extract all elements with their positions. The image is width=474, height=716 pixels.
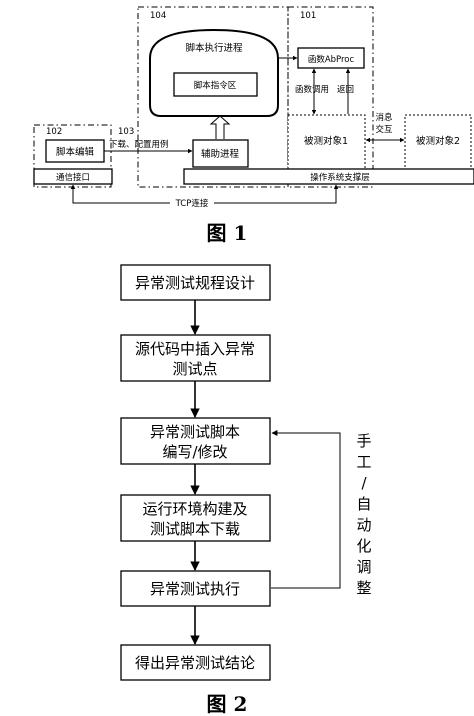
script-command-area-label: 脚本指令区 [194, 80, 237, 91]
tested-object-2 [404, 114, 472, 170]
hollow-arrow-helper-to-script [209, 115, 231, 139]
step-4-line2: 测试脚本下载 [150, 520, 240, 538]
figure-2-caption: 图 2 [207, 692, 248, 716]
figure-1: 104 101 102 脚本执行进程 脚本指令区 函数AbProc 函数调用 返… [33, 6, 474, 245]
step-4-line1: 运行环境构建及 [142, 500, 247, 518]
feedback-label: 手 工 / 自 动 化 调 整 [356, 432, 371, 597]
figure-2: 异常测试规程设计 源代码中插入异常 测试点 异常测试脚本 编写/修改 运行环境构… [120, 264, 372, 716]
step-3-line2: 编写/修改 [162, 443, 227, 461]
label-104: 104 [150, 11, 166, 21]
script-process-shape [149, 28, 279, 117]
func-return-label: 返回 [337, 84, 354, 95]
feedback-char: 工 [356, 453, 371, 471]
step-1-line1: 异常测试规程设计 [135, 274, 255, 292]
comm-interface-label: 通信接口 [56, 172, 90, 183]
feedback-loop-arrow [271, 430, 341, 589]
step-3-box [120, 417, 271, 465]
figure-1-caption: 图 1 [207, 221, 248, 245]
feedback-char: 化 [356, 537, 371, 555]
script-edit-label: 脚本编辑 [56, 146, 95, 158]
feedback-char: 整 [356, 579, 371, 597]
func-call-label: 函数调用 [295, 84, 329, 95]
feedback-char: / [361, 474, 367, 492]
helper-process-box [192, 139, 249, 168]
tcp-connection-label: TCP连接 [175, 198, 209, 209]
step-4-box [120, 494, 271, 542]
tcp-label-bg [170, 198, 214, 208]
feedback-char: 动 [356, 516, 371, 534]
label-102: 102 [46, 127, 62, 137]
feedback-char: 手 [356, 432, 371, 450]
tested-object-1-label: 被测对象1 [304, 135, 348, 147]
script-process-label: 脚本执行进程 [185, 42, 243, 54]
msg-interaction-line2: 交互 [375, 124, 393, 135]
step-3-line1: 异常测试脚本 [150, 423, 240, 441]
os-support-layer-label: 操作系统支撑层 [310, 172, 370, 183]
feedback-char: 调 [356, 558, 371, 576]
step-6-box [120, 644, 271, 681]
label-101: 101 [300, 11, 316, 21]
step-1-box [120, 264, 271, 301]
tested-object-1 [287, 114, 366, 170]
script-command-area [173, 72, 258, 97]
os-support-layer-bar [183, 168, 474, 185]
step-2-line2: 测试点 [172, 360, 217, 378]
step-5-box [120, 570, 271, 607]
download-config-label: 下载、配置用例 [109, 139, 169, 150]
step-5-line1: 异常测试执行 [150, 580, 240, 598]
step-2-box [120, 334, 271, 382]
step-6-line1: 得出异常测试结论 [135, 654, 255, 672]
function-abproc-box [297, 47, 365, 69]
tested-object-2-label: 被测对象2 [416, 135, 460, 147]
feedback-char: 自 [356, 495, 371, 513]
function-abproc-label: 函数AbProc [308, 54, 355, 65]
step-2-line1: 源代码中插入异常 [135, 340, 255, 358]
helper-process-label: 辅助进程 [201, 148, 240, 160]
comm-interface-bar [33, 168, 113, 185]
msg-interaction-line1: 消息 [375, 112, 393, 123]
label-103: 103 [118, 127, 134, 137]
